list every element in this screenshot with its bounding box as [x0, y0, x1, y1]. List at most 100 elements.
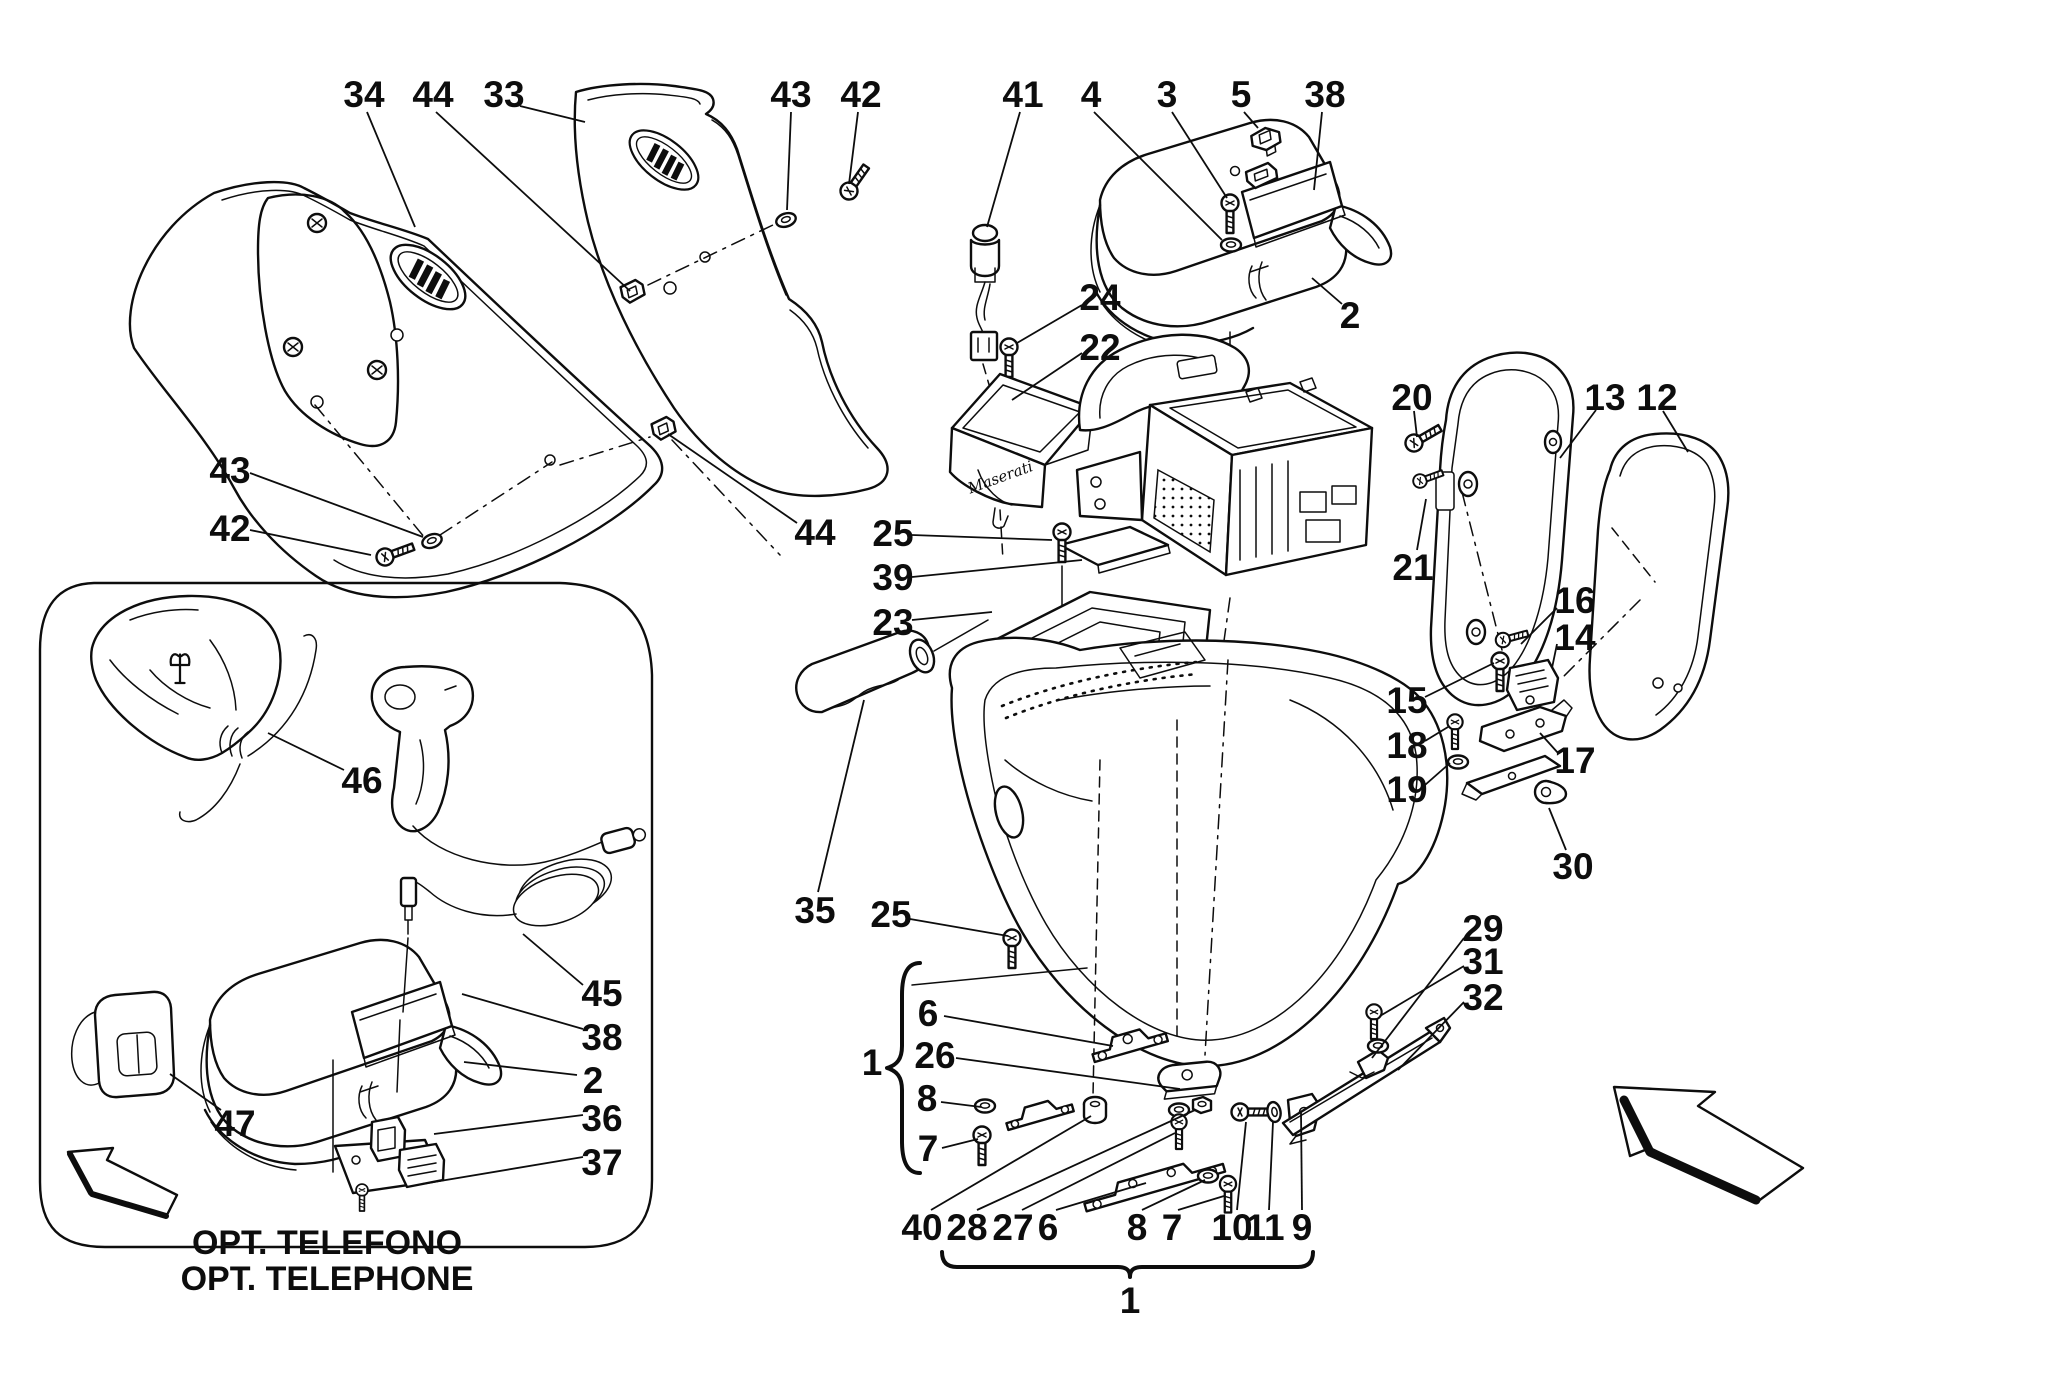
leader-line-40 — [930, 1115, 1092, 1211]
leader-line-8b — [1141, 1179, 1206, 1211]
part-cigar-lighter-41 — [969, 223, 1001, 362]
leader-line-43b — [249, 472, 424, 538]
leader-line-39 — [911, 559, 1083, 578]
leader-line-29 — [1371, 937, 1465, 1059]
callout-34: 34 — [343, 74, 385, 115]
callout-37: 37 — [581, 1142, 622, 1183]
part-lid-12 — [1588, 432, 1730, 741]
leader-line-35 — [817, 699, 865, 893]
leader-line-14 — [1551, 643, 1558, 669]
callout-40: 40 — [901, 1207, 942, 1248]
leader-line-26 — [955, 1057, 1181, 1090]
centerline — [1461, 491, 1641, 681]
leader-line-30 — [1548, 807, 1567, 851]
leader-line-32 — [1397, 1001, 1465, 1071]
callout-44b: 44 — [794, 512, 836, 553]
washer-19 — [1446, 754, 1470, 770]
screw-10 — [1230, 1102, 1272, 1122]
callout-36: 36 — [581, 1098, 622, 1139]
part-armrest-lid-2-top — [1089, 118, 1393, 352]
screw-head-icon — [282, 212, 388, 381]
callout-19: 19 — [1386, 769, 1427, 810]
callout-47: 47 — [214, 1103, 255, 1144]
leader-line-25a — [911, 534, 1053, 541]
centerline — [559, 436, 781, 556]
callout-16: 16 — [1554, 580, 1595, 621]
part-rear-panel-13 — [1429, 351, 1575, 707]
leader-line-11 — [1268, 1121, 1274, 1211]
part-bracket-6-lower — [1083, 1162, 1227, 1213]
leader-line-20 — [1413, 410, 1418, 438]
callout-43b: 43 — [209, 450, 250, 491]
part-console-body-1 — [948, 631, 1449, 1068]
leader-line-36 — [433, 1114, 584, 1135]
part-bracket-6-left — [1005, 1099, 1075, 1132]
callout-29: 29 — [1462, 908, 1503, 949]
callout-24: 24 — [1079, 277, 1121, 318]
screw-24 — [999, 337, 1019, 379]
part-card-holder-47 — [70, 990, 176, 1099]
callout-26: 26 — [914, 1035, 955, 1076]
callout-4: 4 — [1081, 74, 1102, 115]
callout-7b: 7 — [1162, 1207, 1183, 1248]
leader-line-6a — [943, 1015, 1114, 1047]
callout-28: 28 — [946, 1207, 987, 1248]
callout-17: 17 — [1554, 740, 1595, 781]
callout-25a: 25 — [872, 513, 913, 554]
callout-42b: 42 — [209, 508, 250, 549]
leader-line-13 — [1559, 409, 1597, 459]
lock-tab — [1244, 161, 1279, 190]
callout-2a: 2 — [1340, 295, 1361, 336]
leader-line-17 — [1539, 732, 1559, 754]
callout-8a: 8 — [917, 1078, 938, 1119]
callout-12: 12 — [1636, 377, 1677, 418]
callout-44a: 44 — [412, 74, 454, 115]
caption-opt-telefono: OPT. TELEFONO — [192, 1224, 462, 1262]
callout-5: 5 — [1231, 74, 1252, 115]
leader-line-42a — [848, 111, 859, 185]
leader-line-42b — [249, 529, 372, 556]
part-ashtray-22: Maserati — [948, 372, 1095, 529]
inner-door-card — [256, 193, 400, 448]
leader-line-2a — [1311, 277, 1343, 305]
callout-46: 46 — [341, 760, 382, 801]
part-bumper-30 — [1533, 779, 1568, 805]
centerline — [1092, 719, 1178, 1097]
callout-32: 32 — [1462, 977, 1503, 1018]
part-connector-36-37 — [333, 1115, 446, 1212]
part-radio-unit — [1075, 377, 1374, 577]
leader-line-41 — [986, 111, 1021, 228]
callout-31: 31 — [1462, 941, 1503, 982]
leader-line-16 — [1520, 607, 1558, 645]
leader-line-3 — [1171, 111, 1228, 199]
part-grommet-40 — [1082, 1095, 1108, 1125]
arrow-up-left-icon — [66, 1146, 179, 1219]
leader-line-15 — [1424, 662, 1495, 698]
washer-8-right — [1196, 1168, 1220, 1184]
part-pouch-46 — [90, 594, 318, 823]
callout-14: 14 — [1554, 617, 1596, 658]
callout-6b: 6 — [1038, 1207, 1059, 1248]
callout-11: 11 — [1245, 1207, 1284, 1248]
part-heater-cover — [1077, 333, 1251, 432]
callout-6a: 6 — [918, 993, 939, 1034]
washer-4 — [1219, 237, 1243, 253]
callout-1b: 1 — [1120, 1280, 1141, 1321]
callout-7a: 7 — [918, 1128, 939, 1169]
leader-line-46 — [267, 732, 345, 771]
callout-8b: 8 — [1127, 1207, 1148, 1248]
part-rail-lower — [1461, 754, 1562, 801]
option-box-border — [38, 581, 654, 1249]
leader-line-12 — [1662, 410, 1689, 453]
leader-line-18 — [1424, 726, 1449, 742]
centerline — [982, 363, 991, 389]
assembly-line — [332, 937, 409, 1173]
leader-line-10 — [1236, 1121, 1247, 1211]
leader-line-6b — [1055, 1182, 1147, 1211]
screw-7-left — [972, 1125, 992, 1167]
callout-25b: 25 — [870, 894, 911, 935]
centerline — [1204, 659, 1229, 1056]
caption-opt-telephone: OPT. TELEPHONE — [181, 1260, 474, 1298]
leader-line-27 — [1021, 1132, 1176, 1211]
